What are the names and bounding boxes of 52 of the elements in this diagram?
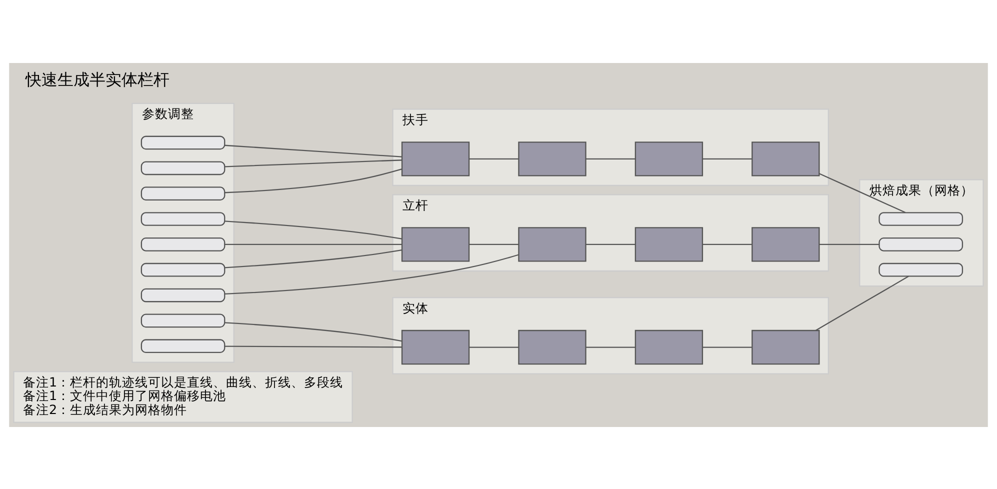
connector xyxy=(224,168,402,193)
connector xyxy=(224,249,402,268)
node-bar xyxy=(878,212,964,226)
connector xyxy=(586,346,636,348)
node-box xyxy=(634,329,704,364)
connector xyxy=(819,172,906,213)
node-bar xyxy=(140,236,226,251)
node-bar xyxy=(140,288,226,302)
cluster: 实体 xyxy=(392,296,829,374)
connector xyxy=(224,220,402,239)
node-bar xyxy=(140,186,226,200)
connector xyxy=(586,243,636,244)
connector xyxy=(702,346,752,348)
connector xyxy=(469,243,519,244)
node-box xyxy=(752,329,820,364)
node-box xyxy=(401,329,470,364)
connector xyxy=(224,322,402,342)
connector xyxy=(224,345,402,348)
cluster: 参数调整 xyxy=(132,102,234,362)
cluster: 烘焙成果（网格） xyxy=(859,178,984,286)
diagram-title: 快速生成半实体栏杆 xyxy=(26,70,170,89)
node-bar xyxy=(140,160,226,175)
connector xyxy=(224,159,402,167)
connector xyxy=(586,158,636,159)
node-box xyxy=(401,226,470,262)
cluster: 扶手 xyxy=(392,108,829,186)
node-box xyxy=(634,226,704,262)
node-box: 备注1：栏杆的轨迹线可以是直线、曲线、折线、多段线 备注1：文件中使用了网格偏移电池 备注2：生成结果为网格物件 xyxy=(13,370,353,422)
connector xyxy=(224,144,402,157)
node-bar xyxy=(140,135,226,150)
connector xyxy=(224,254,519,294)
node-box xyxy=(752,141,820,176)
connector xyxy=(224,243,402,244)
connector xyxy=(819,243,879,244)
node-bar xyxy=(140,338,226,353)
connector xyxy=(702,158,752,159)
node-bar xyxy=(140,262,226,276)
node-box xyxy=(634,141,704,176)
node-box xyxy=(518,329,586,364)
connector xyxy=(469,346,519,348)
connector xyxy=(469,158,519,159)
node-box xyxy=(752,226,820,262)
node-bar xyxy=(878,262,964,276)
node-box xyxy=(518,141,586,176)
cluster: 立杆 xyxy=(392,194,829,272)
node-box xyxy=(518,226,586,262)
connector xyxy=(815,275,909,330)
connector xyxy=(702,243,752,244)
node-bar xyxy=(140,313,226,328)
node-bar xyxy=(140,212,226,226)
node-box xyxy=(401,141,470,176)
node-bar xyxy=(878,236,964,251)
